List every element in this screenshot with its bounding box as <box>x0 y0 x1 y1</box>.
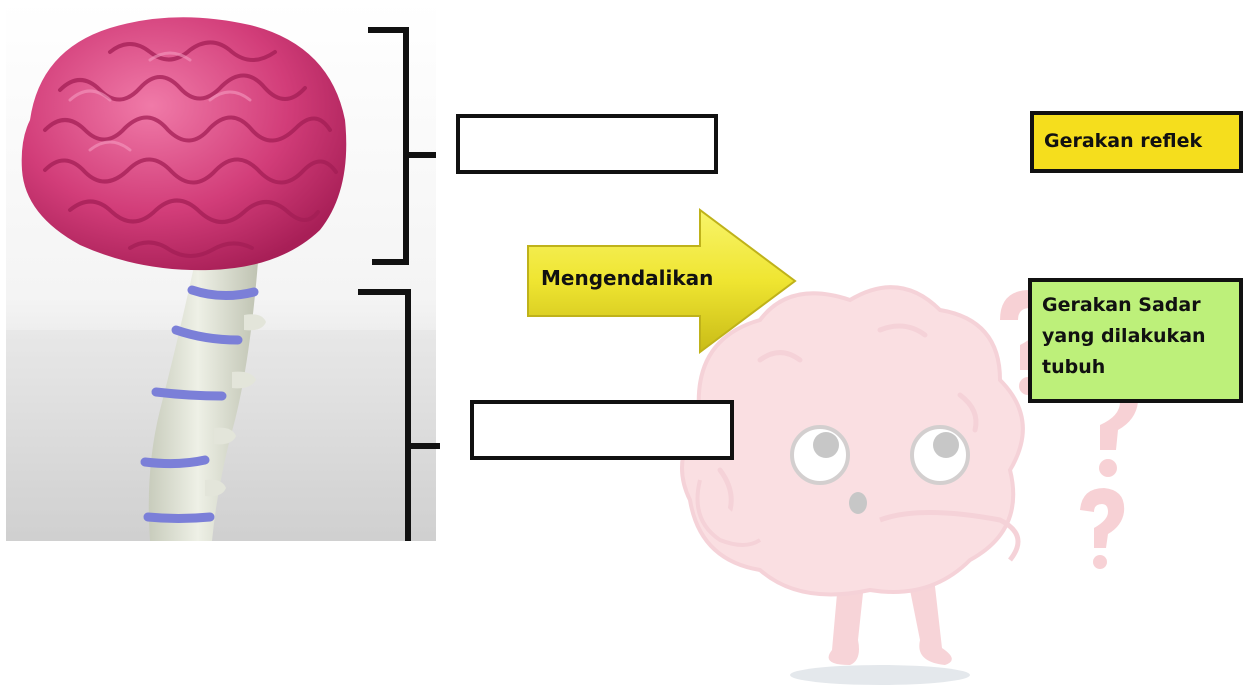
brain <box>22 17 347 270</box>
arrow-label: Mengendalikan <box>541 266 713 290</box>
option-gerakan-sadar[interactable]: Gerakan Sadar yang dilakukan tubuh <box>1028 278 1243 403</box>
option-gerakan-reflek[interactable]: Gerakan reflek <box>1030 111 1243 173</box>
brain-with-spinal-cord-illustration <box>6 0 436 541</box>
option-gerakan-reflek-text: Gerakan reflek <box>1044 130 1202 152</box>
answer-box-brain[interactable] <box>456 114 718 174</box>
answer-box-spinal-cord[interactable] <box>470 400 734 460</box>
option-gerakan-sadar-text: Gerakan Sadar yang dilakukan tubuh <box>1042 294 1206 378</box>
